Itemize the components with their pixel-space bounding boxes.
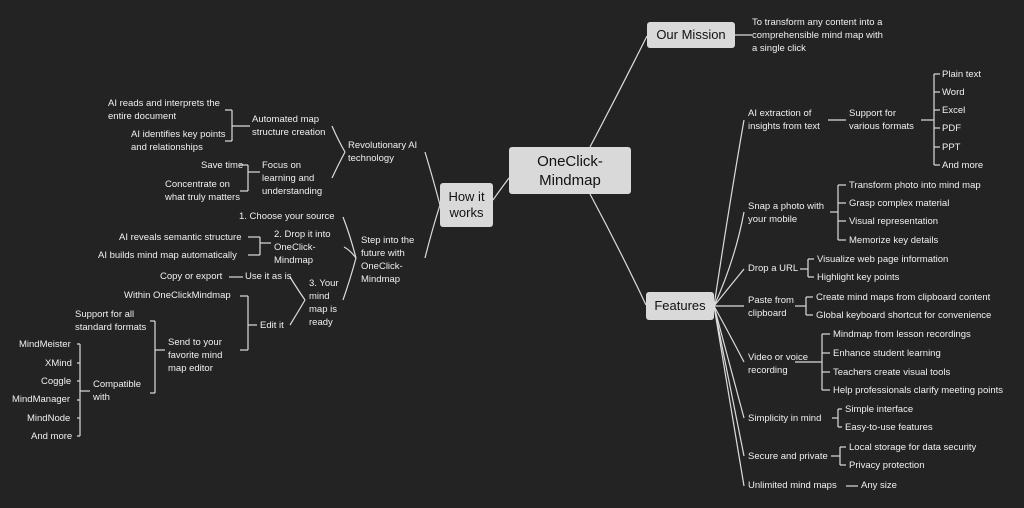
url-item[interactable]: Highlight key points <box>817 272 900 283</box>
topic-how-it-works[interactable]: How it works <box>440 183 493 227</box>
secure-item[interactable]: Local storage for data security <box>849 442 977 453</box>
connector-line <box>289 276 306 301</box>
compatible-item[interactable]: MindNode <box>27 413 71 424</box>
focus-item[interactable]: Save time <box>201 160 244 171</box>
format-item[interactable]: Excel <box>942 105 966 116</box>
connector-line <box>713 268 745 307</box>
ready-edit-it[interactable]: Edit it <box>260 320 284 331</box>
focus-item[interactable]: Concentrate on what truly matters <box>165 179 240 203</box>
feature-video-recording[interactable]: Video or voice recording <box>748 352 809 376</box>
how-step-into-future[interactable]: Step into the future with OneClick- Mind… <box>361 235 415 285</box>
connector-line <box>424 204 441 259</box>
feature-secure[interactable]: Secure and private <box>748 451 828 462</box>
how-automated-structure[interactable]: Automated map structure creation <box>252 114 326 138</box>
connector-line <box>492 177 510 201</box>
connector-line <box>589 193 647 306</box>
video-item[interactable]: Help professionals clarify meeting point… <box>833 385 1004 396</box>
step-map-ready[interactable]: 3. Your mind map is ready <box>309 278 339 328</box>
feature-snap-photo[interactable]: Snap a photo with your mobile <box>748 201 825 225</box>
connector-line <box>713 305 745 419</box>
automated-item[interactable]: AI identifies key points and relationshi… <box>131 129 226 153</box>
connector-line <box>713 119 745 307</box>
format-item[interactable]: PDF <box>942 123 961 134</box>
connector-line <box>589 35 648 148</box>
send-support-formats[interactable]: Support for all standard formats <box>75 309 147 333</box>
clipboard-item[interactable]: Create mind maps from clipboard content <box>816 292 991 303</box>
step-drop-in[interactable]: 2. Drop it into OneClick- Mindmap <box>274 229 331 266</box>
feature-formats[interactable]: Support for various formats <box>849 108 914 132</box>
connector-line <box>713 305 745 457</box>
compatible-item[interactable]: And more <box>31 431 73 442</box>
how-focus-learning[interactable]: Focus on learning and understanding <box>262 160 323 197</box>
connector-line <box>289 299 306 326</box>
snap-item[interactable]: Grasp complex material <box>849 198 950 209</box>
use-item[interactable]: Copy or export <box>160 271 223 282</box>
edit-within-app[interactable]: Within OneClickMindmap <box>124 290 231 301</box>
compatible-item[interactable]: XMind <box>45 358 72 369</box>
simplicity-item[interactable]: Easy-to-use features <box>845 422 933 433</box>
connector-line <box>713 305 745 363</box>
snap-item[interactable]: Memorize key details <box>849 235 939 246</box>
connector-line <box>343 246 357 259</box>
url-item[interactable]: Visualize web page information <box>817 254 949 265</box>
simplicity-item[interactable]: Simple interface <box>845 404 914 415</box>
video-item[interactable]: Mindmap from lesson recordings <box>833 329 971 340</box>
drop-item[interactable]: AI builds mind map automatically <box>98 250 237 261</box>
connector-line <box>424 151 441 206</box>
how-revolutionary-ai[interactable]: Revolutionary AI technology <box>348 140 418 164</box>
compatible-item[interactable]: MindMeister <box>19 339 71 350</box>
feature-drop-url[interactable]: Drop a URL <box>748 263 799 274</box>
video-item[interactable]: Teachers create visual tools <box>833 367 951 378</box>
connector-line <box>342 216 357 259</box>
compatible-item[interactable]: MindManager <box>12 394 71 405</box>
central-topic[interactable]: OneClick- Mindmap <box>509 147 631 194</box>
automated-item[interactable]: AI reads and interprets the entire docum… <box>108 98 220 122</box>
video-item[interactable]: Enhance student learning <box>833 348 941 359</box>
feature-unlimited[interactable]: Unlimited mind maps <box>748 480 837 491</box>
connector-line <box>331 151 346 179</box>
feature-ai-extraction[interactable]: AI extraction of insights from text <box>748 108 820 132</box>
topic-our-mission[interactable]: Our Mission <box>647 22 735 48</box>
format-item[interactable]: PPT <box>942 142 961 153</box>
connector-line <box>713 305 745 487</box>
topic-features[interactable]: Features <box>646 292 714 320</box>
secure-item[interactable]: Privacy protection <box>849 460 925 471</box>
snap-item[interactable]: Transform photo into mind map <box>849 180 981 191</box>
snap-item[interactable]: Visual representation <box>849 216 939 227</box>
feature-simplicity[interactable]: Simplicity in mind <box>748 413 822 424</box>
send-compatible-with[interactable]: Compatible with <box>93 379 142 403</box>
edit-send-to-editor[interactable]: Send to your favorite mind map editor <box>168 337 223 374</box>
connector-line <box>713 211 745 307</box>
ready-use-as-is[interactable]: Use it as is <box>245 271 292 282</box>
feature-clipboard[interactable]: Paste from clipboard <box>748 295 794 319</box>
unlimited-item[interactable]: Any size <box>861 480 897 491</box>
connector-line <box>331 125 346 153</box>
mission-text[interactable]: To transform any content into a comprehe… <box>752 17 883 54</box>
connector-line <box>342 257 357 301</box>
format-item[interactable]: Plain text <box>942 69 982 80</box>
compatible-item[interactable]: Coggle <box>41 376 72 387</box>
step-choose-source[interactable]: 1. Choose your source <box>239 211 335 222</box>
drop-item[interactable]: AI reveals semantic structure <box>119 232 242 243</box>
format-item[interactable]: And more <box>942 160 984 171</box>
format-item[interactable]: Word <box>942 87 965 98</box>
clipboard-item[interactable]: Global keyboard shortcut for convenience <box>816 310 992 321</box>
